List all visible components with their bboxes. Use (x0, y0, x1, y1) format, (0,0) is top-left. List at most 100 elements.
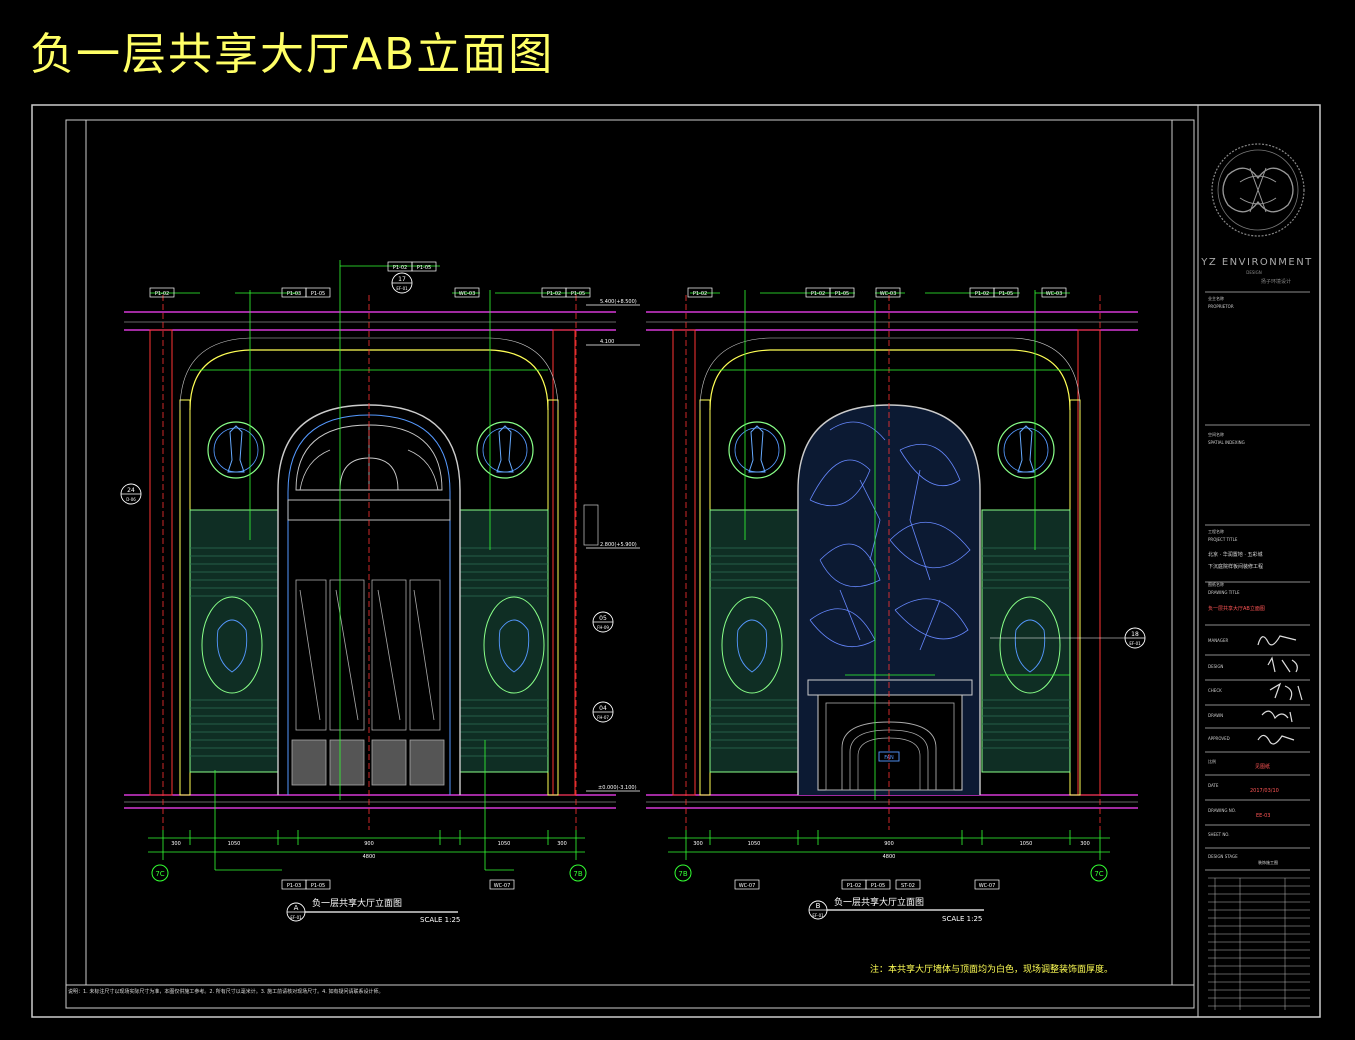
svg-text:1050: 1050 (748, 841, 761, 847)
svg-text:WC-03: WC-03 (459, 291, 476, 297)
elevation-a-scale: SCALE 1:25 (420, 916, 460, 924)
total-dim-a: 4800 (363, 854, 376, 860)
drawing-note: 注：本共享大厅墙体与顶面均为白色，现场调整装饰面厚度。 (870, 963, 1113, 975)
svg-text:P1-05: P1-05 (571, 291, 585, 297)
svg-text:P1-05: P1-05 (417, 265, 431, 271)
svg-text:A: A (294, 904, 299, 912)
svg-text:装饰施工图: 装饰施工图 (1258, 859, 1278, 865)
svg-text:P1-02: P1-02 (975, 291, 989, 297)
svg-text:DRAWN: DRAWN (1208, 713, 1223, 718)
svg-text:见图纸: 见图纸 (1255, 763, 1270, 770)
svg-text:7B: 7B (678, 870, 687, 878)
svg-text:比例: 比例 (1208, 758, 1216, 764)
svg-text:24: 24 (127, 487, 135, 494)
elevation-b: FAN 300 1050 900 1050 300 4800 7B 7C P1-… (646, 287, 1146, 923)
svg-text:300: 300 (557, 841, 567, 847)
drawing-no-value: EE-03 (1256, 813, 1271, 819)
elevation-a-title: 负一层共享大厅立面图 (312, 897, 402, 909)
svg-text:DESIGN: DESIGN (1246, 270, 1261, 275)
fan-box (878, 751, 900, 762)
svg-text:P1-03: P1-03 (287, 291, 301, 297)
svg-text:1050: 1050 (228, 841, 241, 847)
date-value: 2017/03/10 (1250, 788, 1279, 794)
svg-text:ST-02: ST-02 (901, 883, 915, 889)
svg-text:EF-01: EF-01 (290, 915, 302, 920)
brand-logo (1211, 143, 1305, 237)
svg-text:DESIGN STAGE: DESIGN STAGE (1208, 854, 1238, 859)
svg-text:WC-03: WC-03 (1046, 291, 1063, 297)
svg-text:P1-02: P1-02 (393, 265, 407, 271)
svg-text:P1-02: P1-02 (547, 291, 561, 297)
page-title: 负一层共享大厅AB立面图 (30, 29, 555, 80)
svg-text:P1-05: P1-05 (999, 291, 1013, 297)
axis-bubble-b-left (674, 864, 692, 882)
svg-text:SPATIAL INDEXING: SPATIAL INDEXING (1208, 440, 1245, 445)
svg-text:WC-07: WC-07 (494, 883, 511, 889)
svg-text:D-06: D-06 (126, 497, 136, 502)
svg-text:300: 300 (693, 841, 703, 847)
svg-text:1050: 1050 (1020, 841, 1033, 847)
svg-text:DESIGN: DESIGN (1208, 664, 1223, 669)
svg-text:WC-03: WC-03 (880, 291, 897, 297)
svg-text:4.100: 4.100 (600, 339, 614, 345)
svg-text:P1-05: P1-05 (871, 883, 885, 889)
axis-bubble-b-right (1090, 864, 1108, 882)
sheet-outer-border (31, 104, 1321, 1018)
svg-text:PROPRIETOR: PROPRIETOR (1208, 304, 1234, 309)
svg-text:PROJECT TITLE: PROJECT TITLE (1208, 537, 1238, 542)
svg-text:EF-01: EF-01 (1129, 641, 1141, 646)
svg-text:SHEET NO.: SHEET NO. (1208, 832, 1230, 837)
svg-text:P1-02: P1-02 (155, 291, 169, 297)
svg-text:1050: 1050 (498, 841, 511, 847)
svg-text:WC-07: WC-07 (979, 883, 996, 889)
svg-text:扬子环境设计: 扬子环境设计 (1261, 278, 1291, 285)
svg-text:EF-01: EF-01 (812, 913, 824, 918)
elevation-b-scale: SCALE 1:25 (942, 915, 982, 923)
svg-text:7C: 7C (1094, 870, 1103, 878)
svg-text:P1-02: P1-02 (693, 291, 707, 297)
svg-text:FH-07: FH-07 (597, 715, 609, 720)
svg-text:P1-05: P1-05 (311, 883, 325, 889)
svg-text:MANAGER: MANAGER (1208, 638, 1228, 643)
svg-text:P1-02: P1-02 (847, 883, 861, 889)
title-block: YZ ENVIRONMENT DESIGN 扬子环境设计 业主名称 PROPRI… (1200, 143, 1311, 1010)
svg-text:WC-07: WC-07 (739, 883, 756, 889)
signature-marks (1257, 635, 1303, 745)
svg-text:05: 05 (599, 615, 607, 622)
svg-text:18: 18 (1131, 631, 1139, 638)
level-markers: 5.400(+8.500) 4.100 2.800(+5.900) ±0.000… (583, 299, 640, 792)
footer-note: 说明：1. 未标注尺寸以现场实际尺寸为准，本图仅供施工参考。2. 所有尺寸以毫米… (68, 988, 383, 995)
sheet-inner-border (65, 119, 1195, 1009)
svg-text:北京 · 华润置地 · 五彩城: 北京 · 华润置地 · 五彩城 (1208, 551, 1263, 558)
svg-text:下沉庭院样板间装修工程: 下沉庭院样板间装修工程 (1208, 563, 1263, 570)
svg-text:300: 300 (171, 841, 181, 847)
svg-text:±0.000(-3.100): ±0.000(-3.100) (598, 785, 637, 791)
elevation-b-title: 负一层共享大厅立面图 (834, 896, 924, 908)
svg-text:DRAWING NO.: DRAWING NO. (1208, 808, 1236, 813)
svg-text:DRAWING TITLE: DRAWING TITLE (1208, 590, 1240, 595)
svg-text:业主名称: 业主名称 (1208, 295, 1224, 301)
svg-text:5.400(+8.500): 5.400(+8.500) (600, 299, 637, 305)
svg-text:2.800(+5.900): 2.800(+5.900) (600, 542, 637, 548)
svg-text:P1-02: P1-02 (811, 291, 825, 297)
svg-text:APPROVED: APPROVED (1208, 736, 1230, 741)
title-block-drawing-title: 负一层共享大厅AB立面图 (1208, 605, 1265, 612)
total-dim-b: 4800 (883, 854, 896, 860)
svg-text:900: 900 (884, 841, 894, 847)
svg-text:EF-01: EF-01 (396, 286, 408, 291)
svg-text:300: 300 (1080, 841, 1090, 847)
svg-text:900: 900 (364, 841, 374, 847)
svg-text:04: 04 (599, 705, 607, 712)
svg-text:工程名称: 工程名称 (1208, 528, 1224, 534)
elevation-a: 300 1050 900 1050 300 4800 7C 7B P1-02 P… (120, 260, 616, 924)
svg-text:图纸名称: 图纸名称 (1208, 581, 1224, 587)
svg-text:DATE: DATE (1208, 783, 1219, 788)
svg-text:空间名称: 空间名称 (1208, 431, 1224, 437)
svg-text:17: 17 (398, 276, 406, 283)
svg-text:B: B (816, 902, 821, 910)
svg-text:P1-03: P1-03 (287, 883, 301, 889)
svg-text:P1-05: P1-05 (311, 291, 325, 297)
svg-text:P1-05: P1-05 (835, 291, 849, 297)
axis-bubble-a-right (569, 864, 587, 882)
